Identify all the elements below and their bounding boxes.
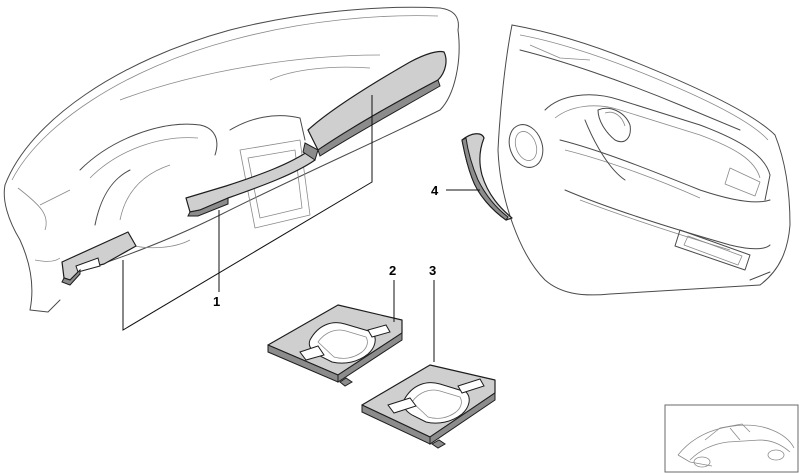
dashboard-trim-strip-middle xyxy=(185,142,319,217)
callout-3: 3 xyxy=(429,263,436,278)
door-panel-outline xyxy=(497,24,791,296)
dashboard-outline xyxy=(3,6,460,313)
callout-2: 2 xyxy=(389,263,396,278)
vehicle-thumbnail xyxy=(664,404,799,473)
console-trim-plate-3 xyxy=(361,364,496,449)
dashboard-trim-strip-right xyxy=(307,50,447,157)
callout-leaders xyxy=(122,95,480,362)
callout-4: 4 xyxy=(431,183,439,198)
dashboard-trim-lower-left xyxy=(61,231,137,286)
callout-1: 1 xyxy=(213,294,220,309)
console-trim-plate-2 xyxy=(267,304,403,387)
door-trim-strip xyxy=(461,133,513,221)
